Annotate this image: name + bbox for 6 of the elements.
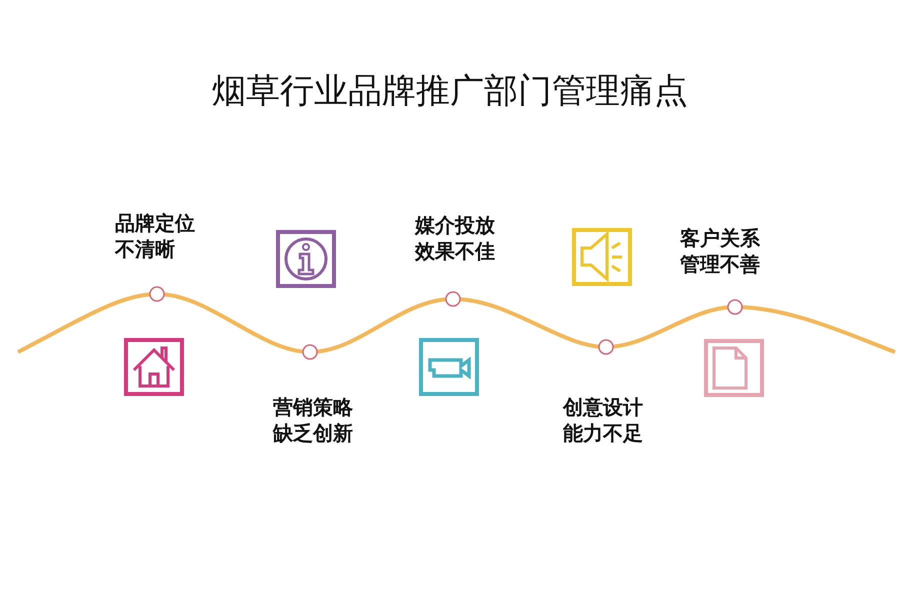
title: 烟草行业品牌推广部门管理痛点	[211, 70, 689, 113]
pain-point-label: 客户关系管理不善	[680, 225, 761, 277]
pain-point-label: 媒介投放效果不佳	[415, 212, 496, 264]
pain-point-label: 营销策略缺乏创新	[273, 394, 354, 446]
pain-point-label: 品牌定位不清晰	[115, 210, 196, 262]
pain-point-label: 创意设计能力不足	[563, 394, 644, 446]
